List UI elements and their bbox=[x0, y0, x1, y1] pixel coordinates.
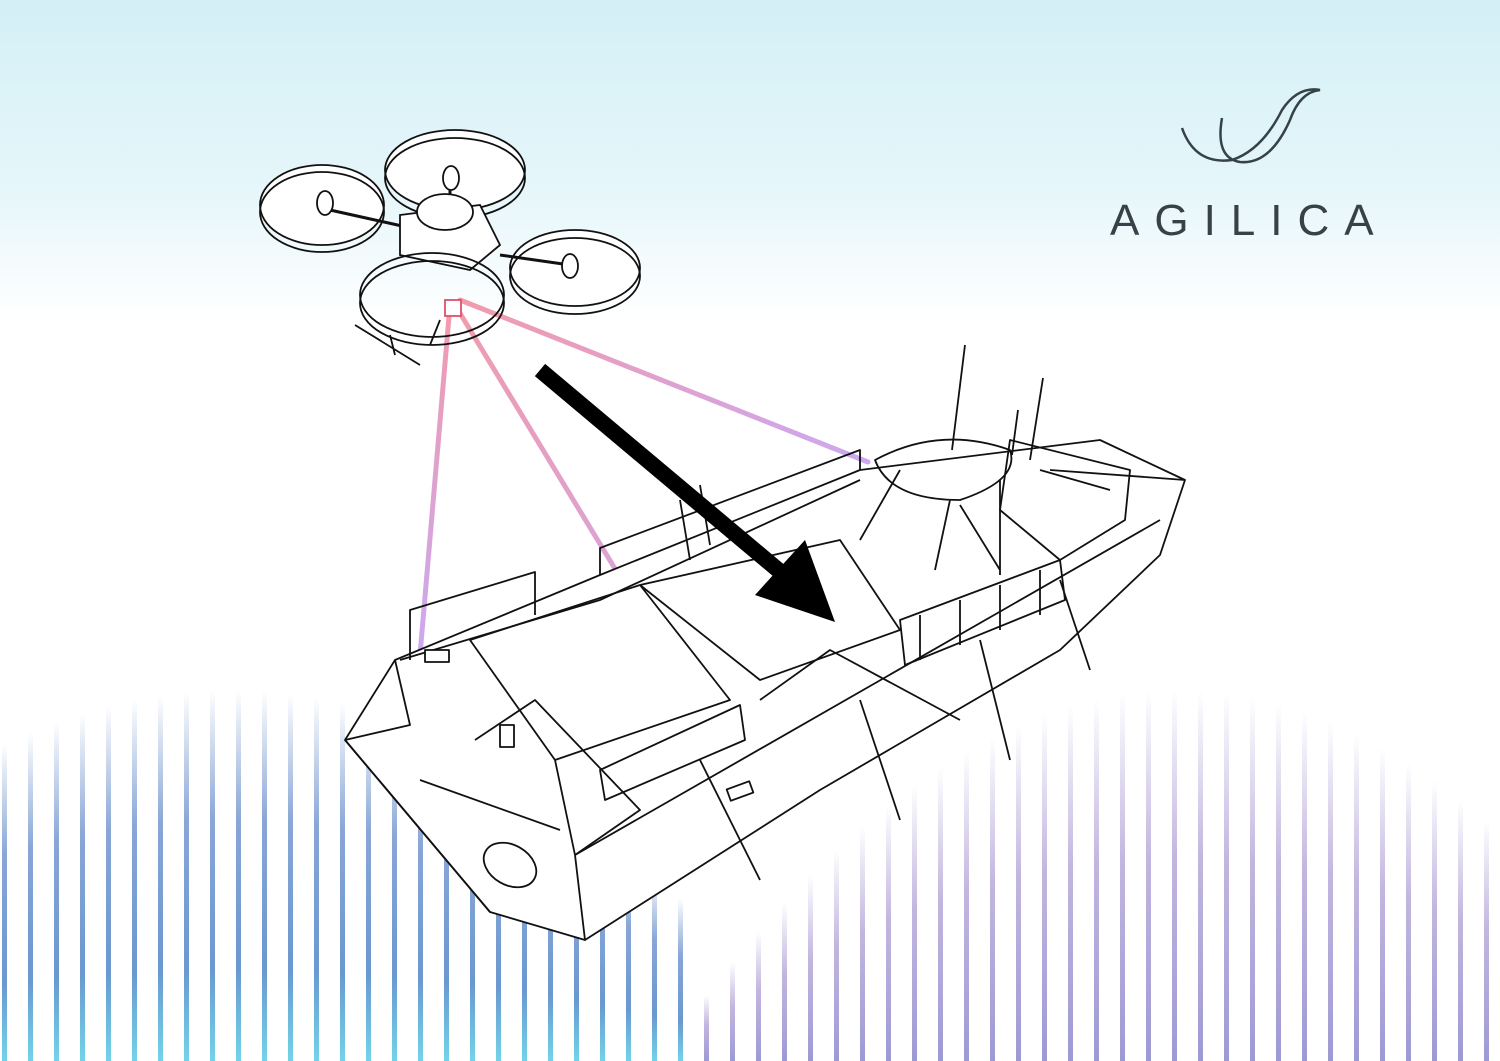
stripe bbox=[1120, 694, 1125, 1061]
stripe bbox=[1172, 690, 1177, 1061]
stripe bbox=[236, 690, 241, 1061]
stripe bbox=[1484, 821, 1489, 1061]
stripe bbox=[1198, 690, 1203, 1061]
stripe bbox=[912, 785, 917, 1061]
stripe bbox=[262, 691, 267, 1061]
leaf-wave-icon bbox=[1180, 88, 1321, 164]
arrow-down-right-icon bbox=[534, 363, 835, 622]
stripe bbox=[860, 826, 865, 1061]
stripe bbox=[1432, 780, 1437, 1061]
stripe bbox=[964, 751, 969, 1061]
stripe bbox=[392, 717, 397, 1061]
sound-wave-stripes bbox=[2, 690, 1489, 1061]
stripe bbox=[1094, 699, 1099, 1061]
stripe bbox=[678, 898, 683, 1061]
boat-drawing bbox=[344, 344, 1186, 941]
stripe bbox=[1354, 734, 1359, 1061]
stripe bbox=[444, 737, 449, 1061]
stripe bbox=[1016, 724, 1021, 1061]
stripe bbox=[730, 962, 735, 1061]
stripe bbox=[1276, 704, 1281, 1061]
stripe bbox=[106, 705, 111, 1061]
stripe bbox=[1406, 763, 1411, 1061]
stripe bbox=[54, 722, 59, 1061]
stripe bbox=[886, 804, 891, 1061]
stripe bbox=[314, 697, 319, 1061]
stripe bbox=[340, 702, 345, 1061]
rotor-front-left bbox=[359, 252, 505, 338]
stripe bbox=[1458, 800, 1463, 1061]
stripe bbox=[1250, 697, 1255, 1061]
stripe bbox=[210, 690, 215, 1061]
stripe bbox=[834, 849, 839, 1061]
stripe bbox=[1224, 693, 1229, 1061]
stripe bbox=[938, 767, 943, 1061]
brand-name: AGILICA bbox=[1110, 196, 1389, 245]
stripe bbox=[366, 709, 371, 1061]
stripe bbox=[80, 713, 85, 1061]
camera-icon bbox=[444, 299, 462, 317]
stripe bbox=[626, 852, 631, 1061]
stripe bbox=[990, 737, 995, 1061]
stripe bbox=[158, 695, 163, 1061]
stripe bbox=[132, 699, 137, 1061]
stripe bbox=[1302, 712, 1307, 1061]
stripe bbox=[1068, 705, 1073, 1061]
stripe bbox=[1328, 722, 1333, 1061]
beam-stern bbox=[417, 302, 453, 658]
stripe bbox=[418, 726, 423, 1061]
stripe bbox=[28, 732, 33, 1061]
stripe bbox=[756, 931, 761, 1061]
beam-bow bbox=[457, 297, 871, 465]
stripe bbox=[600, 831, 605, 1061]
stripe bbox=[1380, 747, 1385, 1061]
stripe bbox=[184, 692, 189, 1061]
stripe bbox=[652, 874, 657, 1061]
stripe bbox=[704, 995, 709, 1061]
stripe bbox=[782, 902, 787, 1061]
stripe bbox=[2, 743, 7, 1061]
stripe bbox=[808, 875, 813, 1061]
stripe bbox=[288, 693, 293, 1061]
stripe bbox=[1042, 714, 1047, 1061]
stripe bbox=[1146, 691, 1151, 1061]
drone-drawing bbox=[259, 129, 641, 366]
stripe bbox=[470, 749, 475, 1061]
